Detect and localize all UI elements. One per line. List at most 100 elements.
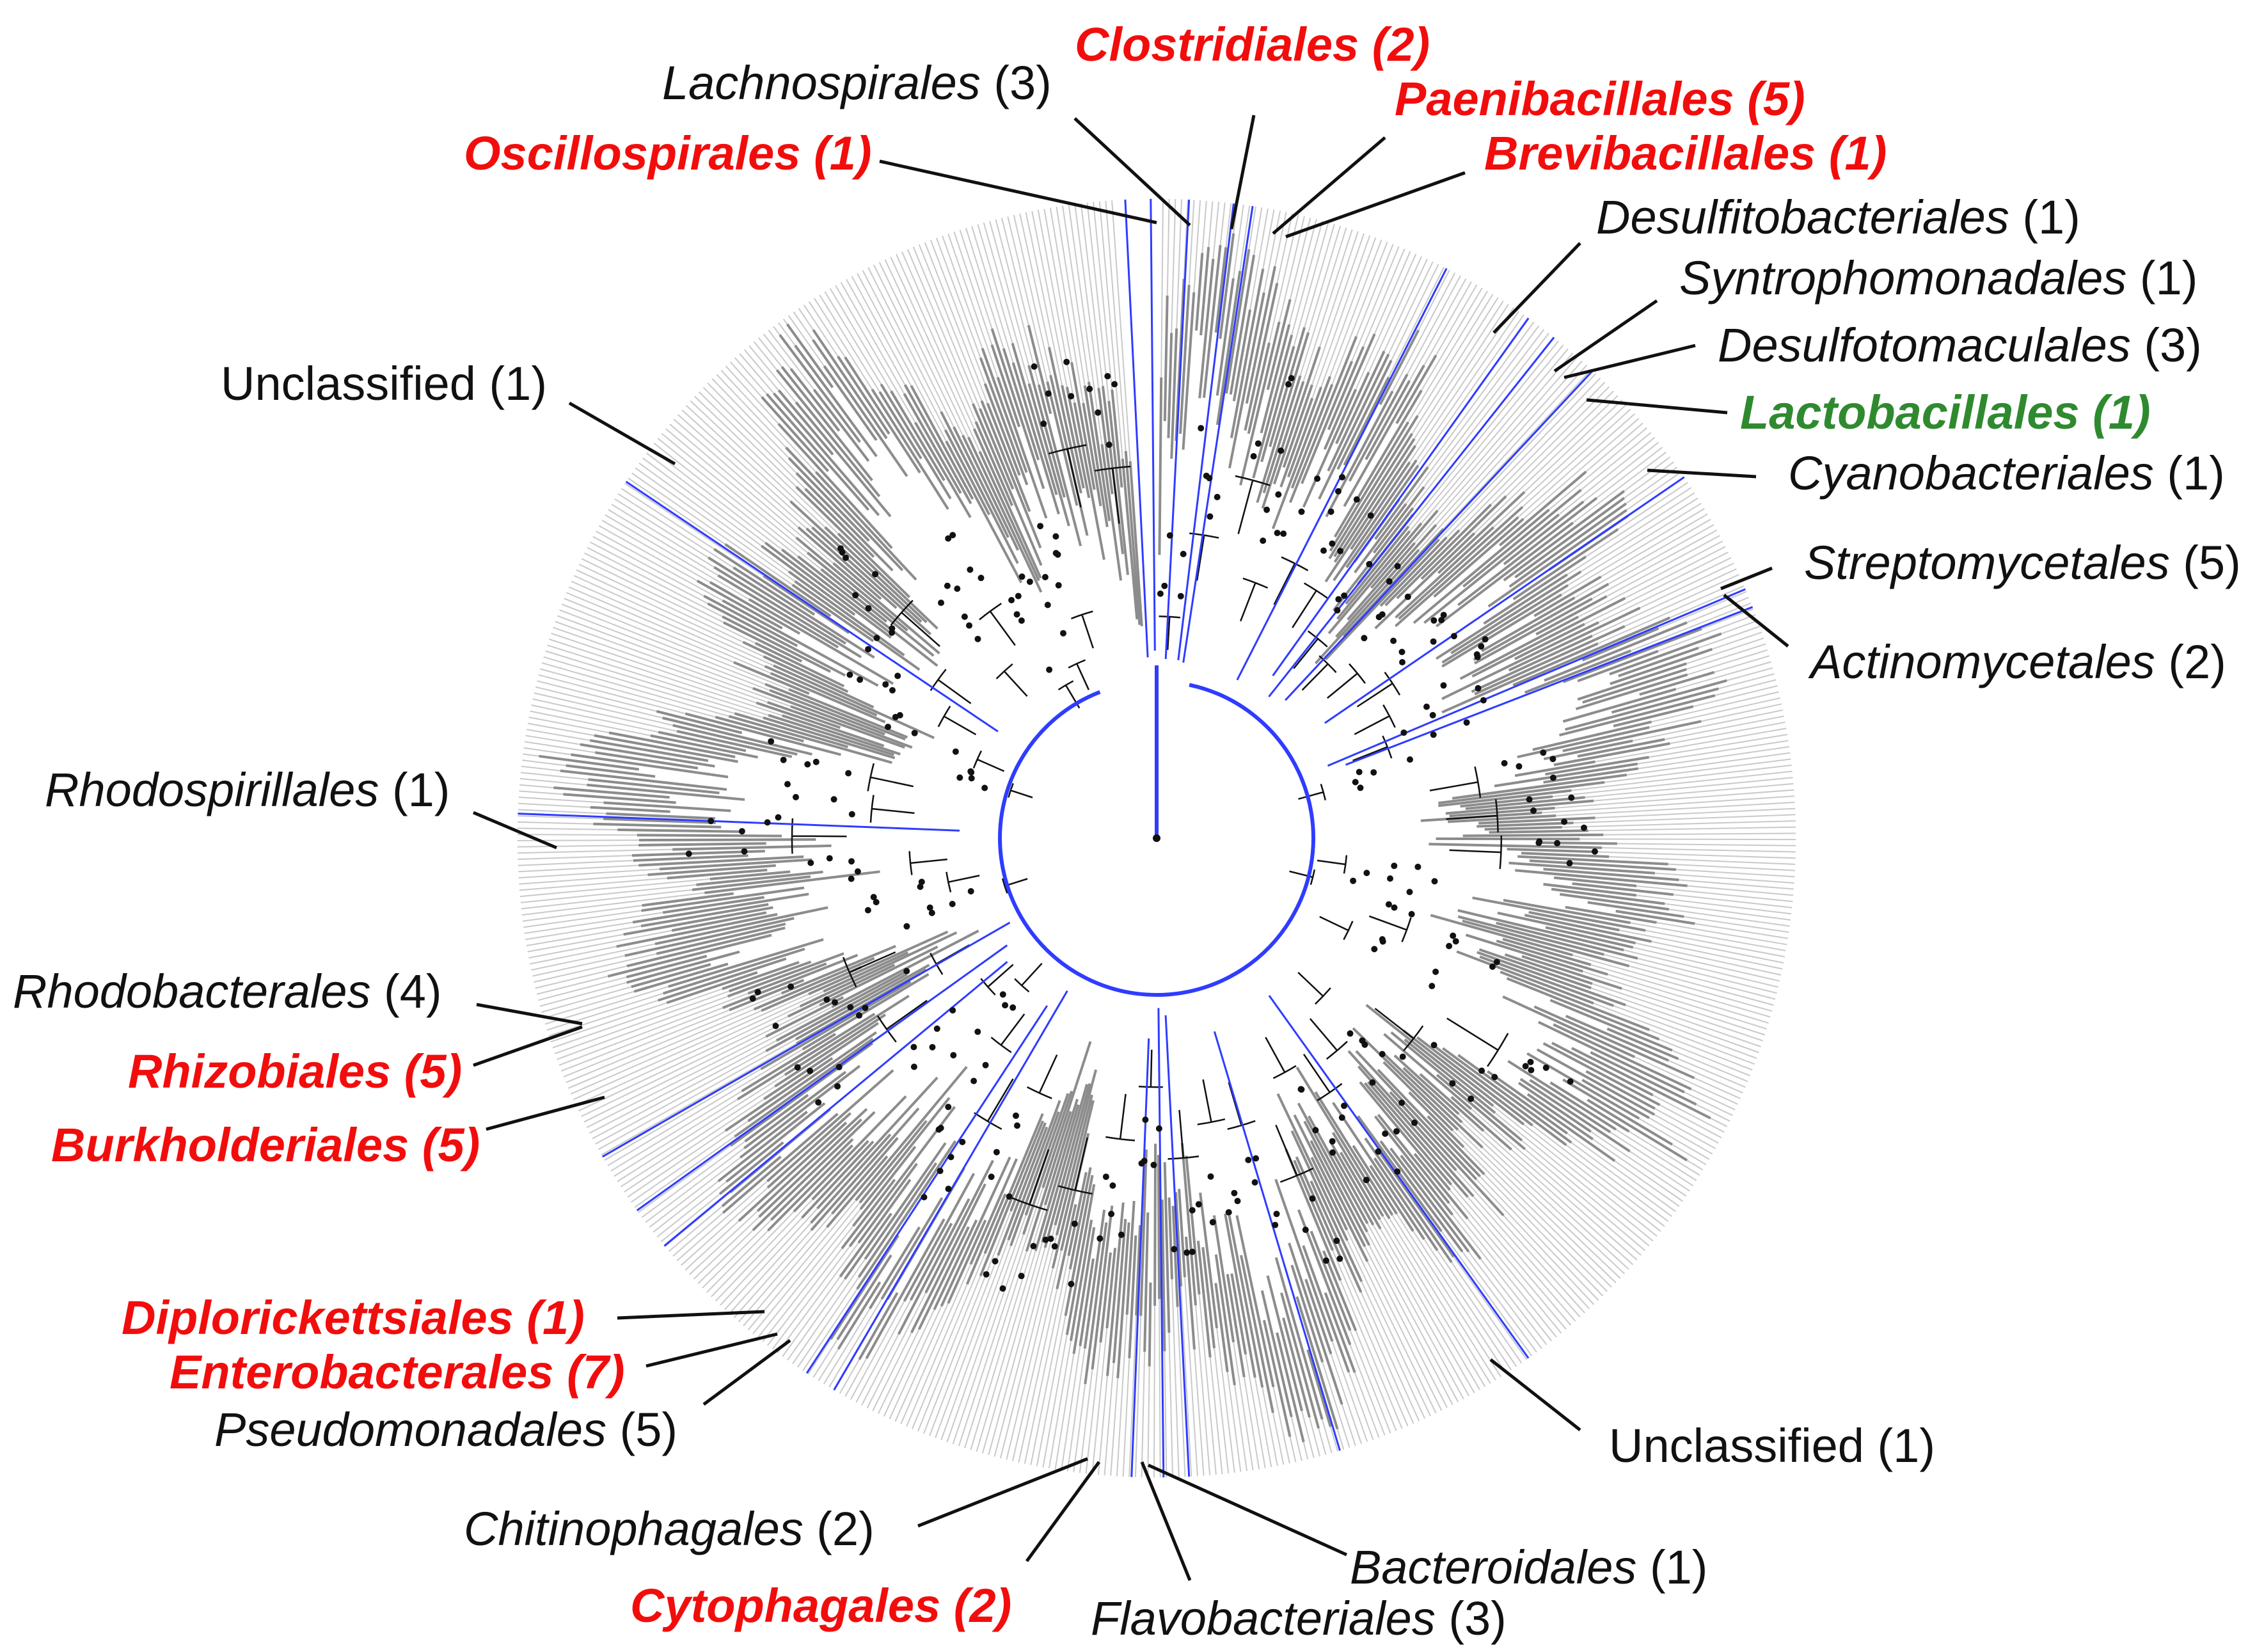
tree-node-dot <box>1108 1211 1115 1218</box>
tree-node-dot <box>1234 1198 1241 1205</box>
tree-node-dot <box>910 1044 917 1051</box>
tree-node-dot <box>1474 653 1481 660</box>
tree-node-dot <box>1040 420 1047 427</box>
tree-node-dot <box>992 1258 999 1265</box>
tree-node-dot <box>1347 1030 1354 1037</box>
tree-node-dot <box>910 1063 917 1070</box>
tree-node-dot <box>1055 582 1062 589</box>
tree-node-dot <box>857 676 864 683</box>
tree-node-dot <box>1280 530 1287 537</box>
tree-node-dot <box>935 1126 942 1133</box>
tree-node-dot <box>1047 1235 1054 1243</box>
leader-chitinophagales <box>917 1457 1088 1528</box>
tree-node-dot <box>1157 590 1164 597</box>
tree-node-dot <box>845 770 852 777</box>
tree-node-dot <box>945 1186 952 1193</box>
label-clostridiales: Clostridiales (2) <box>1075 18 1430 71</box>
tree-node-dot <box>1150 1161 1157 1168</box>
tree-node-dot <box>1393 1128 1400 1135</box>
tree-node-dot <box>1327 508 1334 515</box>
tree-leaf-lines <box>517 198 1796 1478</box>
tree-node-dot <box>1440 612 1447 619</box>
leader-unclassified-top <box>568 401 676 466</box>
label-streptomycetales: Streptomycetales (5) <box>1804 536 2241 589</box>
tree-node-dot <box>1363 1177 1370 1184</box>
tree-node-dot <box>945 535 952 542</box>
tree-node-dot <box>854 868 861 875</box>
tree-node-dot <box>685 850 692 857</box>
tree-node-dot <box>1063 358 1070 365</box>
tree-node-dot <box>1014 1122 1020 1129</box>
tree-node-dot <box>1255 440 1262 447</box>
tree-node-dot <box>1406 889 1413 896</box>
tree-node-dot <box>1095 409 1102 416</box>
tree-node-dot <box>815 1099 822 1106</box>
label-unclassified-top: Unclassified (1) <box>221 357 547 410</box>
tree-node-dot <box>1209 1219 1216 1226</box>
tree-node-dot <box>1430 1042 1437 1049</box>
tree-node-dot <box>807 1067 814 1074</box>
tree-node-dot <box>768 738 775 745</box>
leader-brevibacillales <box>1285 171 1466 239</box>
tree-node-dot <box>1581 824 1587 831</box>
tree-node-dot <box>1018 1273 1025 1280</box>
tree-node-dot <box>1086 385 1093 392</box>
tree-node-dot <box>1540 749 1547 756</box>
tree-node-dot <box>1161 582 1168 589</box>
tree-node-dot <box>1044 601 1051 608</box>
tree-node-dot <box>1245 1157 1252 1163</box>
tree-node-dot <box>1109 1182 1116 1189</box>
tree-node-dot <box>1394 1168 1401 1175</box>
leader-enterobacterales <box>645 1332 778 1368</box>
tree-node-dot <box>954 585 961 592</box>
tree-node-dot <box>1535 839 1542 846</box>
tree-node-dot <box>873 635 880 642</box>
tree-node-dot <box>1407 756 1413 763</box>
leader-pseudomonadales <box>702 1338 791 1406</box>
tree-node-dot <box>1568 794 1575 801</box>
tree-node-dot <box>938 600 944 607</box>
tree-node-dot <box>1432 968 1439 975</box>
tree-node-dot <box>1391 862 1398 870</box>
tree-node-dot <box>1030 1243 1037 1250</box>
tree-node-dot <box>1478 643 1485 650</box>
tree-node-dot <box>1337 548 1344 555</box>
tree-node-dot <box>1411 1119 1418 1126</box>
tree-node-dot <box>1446 942 1453 949</box>
label-lactobacillales: Lactobacillales (1) <box>1740 386 2151 439</box>
tree-node-dot <box>999 991 1006 998</box>
tree-node-dot <box>1071 1220 1078 1227</box>
tree-node-dot <box>1334 488 1342 495</box>
tree-node-dot <box>993 1148 1000 1156</box>
label-cyanobacteriales: Cyanobacteriales (1) <box>1788 447 2225 500</box>
tree-node-dot <box>1309 1195 1316 1202</box>
leader-rhodospirillales <box>473 811 557 850</box>
tree-node-dot <box>1353 496 1360 503</box>
tree-node-dot <box>1180 550 1187 557</box>
tree-node-dot <box>1341 592 1348 599</box>
terminal-branches <box>539 233 1727 1443</box>
tree-node-dot <box>1320 547 1327 554</box>
tree-node-dot <box>1356 768 1363 775</box>
tree-node-dot <box>978 575 985 582</box>
tree-node-dot <box>1009 1004 1017 1011</box>
tree-node-dot <box>804 761 811 768</box>
tree-node-dot <box>754 989 761 996</box>
leader-streptomycetales <box>1720 566 1773 591</box>
tree-node-dot <box>949 532 956 539</box>
tree-node-dot <box>1052 550 1059 557</box>
tree-node-dot <box>812 758 819 765</box>
tree-node-dot <box>1042 1236 1049 1243</box>
tree-node-dot <box>999 1285 1006 1292</box>
tree-node-dot <box>918 878 925 886</box>
tree-node-dot <box>1207 513 1214 520</box>
tree-node-dot <box>1225 1209 1232 1216</box>
label-burkholderiales: Burkholderiales (5) <box>51 1118 480 1171</box>
tree-node-dot <box>1008 597 1015 603</box>
tree-node-dot <box>945 1104 952 1111</box>
tree-node-dot <box>1314 475 1321 482</box>
tree-node-dot <box>1177 592 1184 600</box>
tree-node-dot <box>921 1194 928 1201</box>
tree-node-dot <box>1166 532 1173 539</box>
tree-node-dot <box>807 859 814 866</box>
